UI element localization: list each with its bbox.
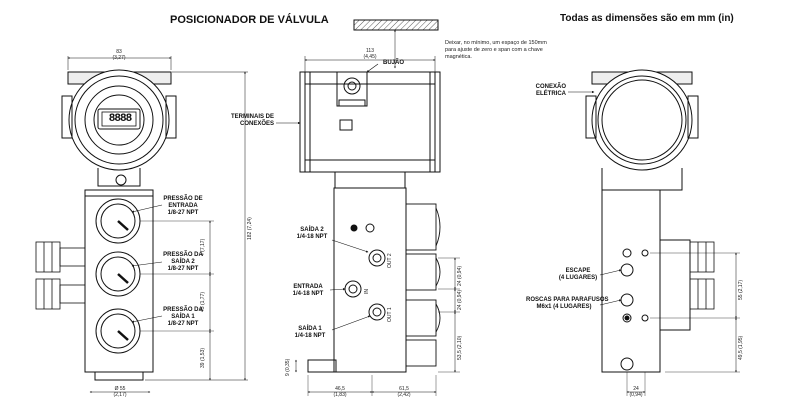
dim-24-bottom: 24 (0,94) [629,386,643,398]
ground-screw [115,174,127,186]
dim-39: 39 (1,53) [200,347,206,368]
port-in-label: IN [364,289,370,294]
electrical-label: CONEXÃO ELÉTRICA [535,84,566,97]
dim-24-b: 24 (0,94) [457,289,463,310]
escape-hole [622,248,632,258]
port-saida1 [368,303,386,321]
page-title: POSICIONADOR DE VÁLVULA [170,14,329,26]
dim-61-5: 61,5 (2,42) [397,386,411,398]
outlet1-gauge [95,308,141,354]
dim-83: 83 (3,27) [112,49,126,61]
saida2-label: SAÍDA 2 1/4-18 NPT [296,227,328,240]
plug-fitting [336,71,368,107]
terminals-label: TERMINAIS DE CONEXÕES [230,114,274,127]
screws-label: ROSCAS PARA PARAFUSOS M6x1 (4 LUGARES) [526,297,609,310]
saida1-label: SAÍDA 1 1/4-18 NPT [294,326,326,339]
dim-45: 45 (1,77) [200,291,206,312]
dim-4: 4 (7,17) [200,238,206,256]
escape-label: ESCAPE (4 LUGARES) [558,268,598,281]
rear-view [568,69,740,396]
inlet-gauge [95,198,141,244]
port-entrada [344,280,362,298]
clearance-note: Deixar, no mínimo, um espaço de 150mm pa… [445,40,547,60]
dim-113: 113 (4,45) [363,48,377,60]
inlet-pressure-label: PRESSÃO DE ENTRADA 1/8-27 NPT [163,196,203,216]
dim-53-5: 53,5 (2,10) [457,335,463,360]
out1-pressure-label: PRESSÃO DA SAÍDA 1 1/8-27 NPT [163,307,203,327]
front-view [35,56,248,393]
dim-55-rear: 55 (2,17) [738,279,744,300]
dim-49-5: 49,5 (1,95) [738,335,744,360]
entrada-label: ENTRADA 1/4-18 NPT [292,284,324,297]
side-view [276,19,460,396]
display-digits: 8888 [108,113,132,125]
port-out1-label: OUT 1 [387,307,393,322]
clearance-zone [353,19,439,31]
dim-55: Ø 55 (2,17) [113,386,127,398]
port-saida2 [368,249,386,267]
dim-total-height: 182 (7,24) [247,217,253,240]
side-fittings [35,241,86,310]
plug-label: BUJÃO [383,60,405,66]
dim-46-5: 46,5 (1,83) [333,386,347,398]
dim-24-a: 24 (0,94) [457,265,463,286]
out2-pressure-label: PRESSÃO DA SAÍDA 2 1/8-27 NPT [163,252,203,272]
dim-9: 9 (0,35) [285,358,291,376]
valve-blocks [405,203,441,367]
outlet2-gauge [95,251,141,297]
rear-fittings [689,241,715,310]
port-out2-label: OUT 2 [387,253,393,268]
units-note: Todas as dimensões são em mm (in) [560,13,734,24]
